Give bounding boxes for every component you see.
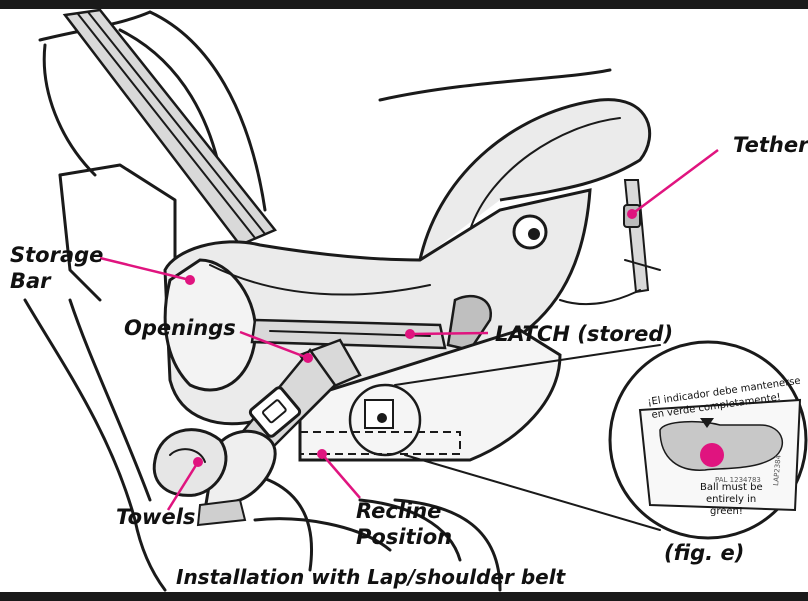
indicator-english-line-3: green! (710, 506, 743, 517)
towels-label: Towels (116, 505, 195, 529)
tether-leader (632, 150, 718, 214)
storage-bar-label-line-1: Storage (10, 243, 103, 267)
diagram-caption: Installation with Lap/shoulder belt (176, 565, 567, 589)
rolled-towels (154, 430, 226, 496)
tether-label: Tether (733, 133, 808, 157)
openings-label: Openings (124, 316, 236, 340)
tether-leader-dot (627, 209, 637, 219)
openings-leader-dot (303, 353, 313, 363)
latch-leader-dot (405, 329, 415, 339)
recline-label-line-2: Position (356, 525, 452, 549)
towels-leader-dot (193, 457, 203, 467)
recline-leader-dot (317, 449, 327, 459)
latch-label: LATCH (stored) (495, 322, 673, 346)
storage-bar-leader-dot (185, 275, 195, 285)
top-border-bar (0, 0, 808, 9)
figure-label: (fig. e) (664, 541, 744, 565)
latch-leader (410, 333, 488, 334)
indicator-part-code: PAL 1234783 (715, 476, 761, 484)
indicator-english-line-2: entirely in (706, 494, 756, 505)
green-zone (660, 422, 782, 470)
bottom-border-bar (0, 592, 808, 601)
storage-bar-label-line-2: Bar (10, 269, 52, 293)
indicator-ball (700, 443, 724, 467)
recline-label-line-1: Recline (356, 499, 441, 523)
